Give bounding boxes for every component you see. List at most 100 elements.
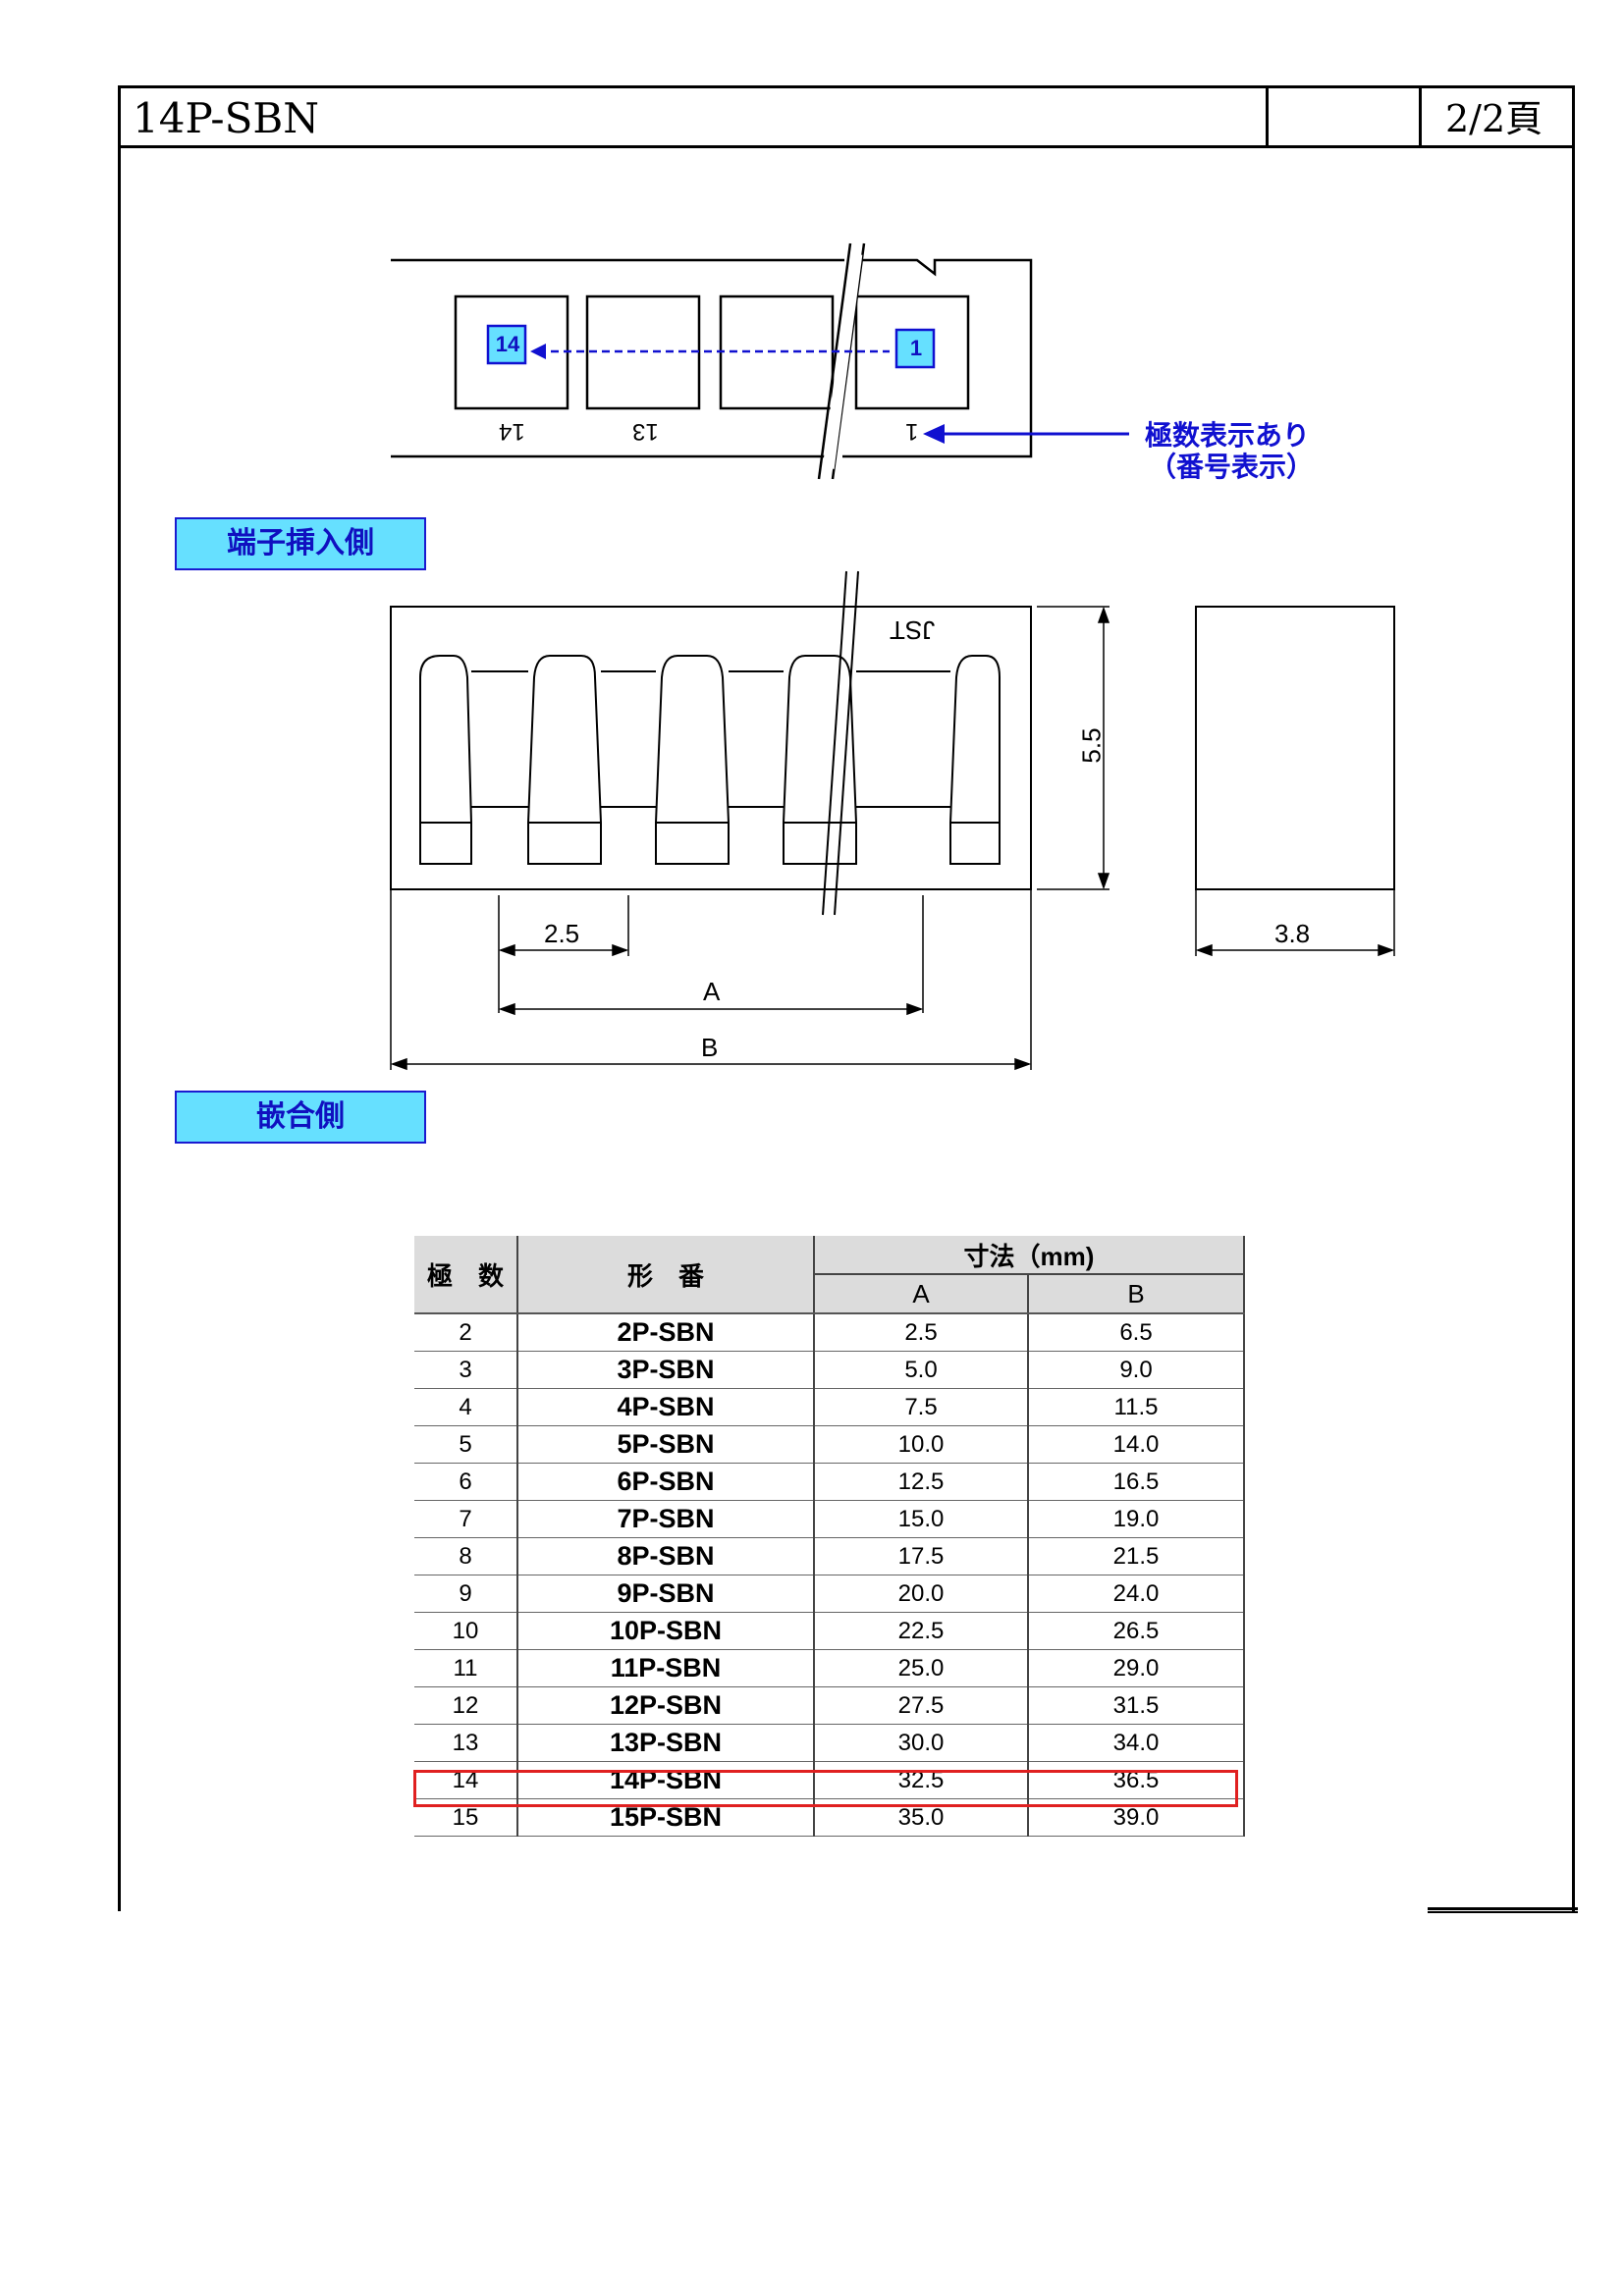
cell-a: 2.5: [813, 1313, 1028, 1352]
cell-poles: 10: [414, 1612, 517, 1650]
cell-b: 21.5: [1027, 1537, 1245, 1575]
cell-a: 5.0: [813, 1351, 1028, 1389]
cell-a: 25.0: [813, 1649, 1028, 1687]
cell-poles: 15: [414, 1798, 517, 1837]
mating-side-diagram: [390, 570, 1395, 1071]
cell-b: 36.5: [1027, 1761, 1245, 1799]
cell-model: 10P-SBN: [516, 1612, 814, 1650]
box-label-1: 1: [909, 336, 923, 360]
cell-poles: 9: [414, 1575, 517, 1613]
cell-b: 11.5: [1027, 1388, 1245, 1426]
cell-model: 3P-SBN: [516, 1351, 814, 1389]
header-poles: 極 数: [414, 1236, 517, 1314]
cell-model: 9P-SBN: [516, 1575, 814, 1613]
cell-b: 39.0: [1027, 1798, 1245, 1837]
cell-poles: 6: [414, 1463, 517, 1501]
cell-poles: 4: [414, 1388, 517, 1426]
cell-model: 15P-SBN: [516, 1798, 814, 1837]
title-blank-cell: [1266, 88, 1424, 145]
cell-a: 10.0: [813, 1425, 1028, 1464]
cell-a: 27.5: [813, 1686, 1028, 1725]
header-dimensions: 寸法（mm): [813, 1236, 1245, 1275]
cell-b: 14.0: [1027, 1425, 1245, 1464]
cell-b: 16.5: [1027, 1463, 1245, 1501]
cell-model: 2P-SBN: [516, 1313, 814, 1352]
cell-poles: 12: [414, 1686, 517, 1725]
dimension-a: A: [703, 977, 721, 1006]
dimension-depth: 3.8: [1274, 919, 1311, 948]
pin-label-13: 13: [632, 418, 659, 445]
cell-model: 11P-SBN: [516, 1649, 814, 1687]
cell-poles: 2: [414, 1313, 517, 1352]
title-bar: 14P-SBN 2/2頁: [118, 85, 1575, 148]
cell-poles: 5: [414, 1425, 517, 1464]
cell-model: 8P-SBN: [516, 1537, 814, 1575]
header-model: 形 番: [516, 1236, 814, 1314]
cell-b: 24.0: [1027, 1575, 1245, 1613]
cell-a: 35.0: [813, 1798, 1028, 1837]
cell-b: 6.5: [1027, 1313, 1245, 1352]
pole-number-annotation: 極数表示あり （番号表示）: [1145, 420, 1314, 483]
page-number: 2/2頁: [1445, 97, 1543, 140]
cell-a: 20.0: [813, 1575, 1028, 1613]
cell-b: 19.0: [1027, 1500, 1245, 1538]
cell-poles: 3: [414, 1351, 517, 1389]
pin-label-14: 14: [499, 418, 525, 445]
cell-a: 12.5: [813, 1463, 1028, 1501]
dimension-b: B: [701, 1033, 719, 1062]
cell-a: 17.5: [813, 1537, 1028, 1575]
annotation-line-1: 極数表示あり: [1145, 420, 1311, 451]
cell-b: 34.0: [1027, 1724, 1245, 1762]
cell-b: 9.0: [1027, 1351, 1245, 1389]
pin-label-1: 1: [905, 418, 919, 445]
frame-bottom-rule: [1428, 1907, 1578, 1913]
page-number-cell: 2/2頁: [1419, 88, 1575, 145]
annotation-line-2: （番号表示）: [1149, 452, 1315, 482]
header-a: A: [813, 1274, 1028, 1314]
cell-model: 6P-SBN: [516, 1463, 814, 1501]
cell-model: 5P-SBN: [516, 1425, 814, 1464]
cell-a: 7.5: [813, 1388, 1028, 1426]
dimension-pitch: 2.5: [544, 919, 580, 948]
cell-a: 32.5: [813, 1761, 1028, 1799]
terminal-insert-side-label: 端子挿入側: [175, 517, 426, 570]
cell-poles: 11: [414, 1649, 517, 1687]
terminal-insert-diagram: [391, 242, 1129, 480]
dimension-height: 5.5: [1076, 727, 1107, 764]
cell-model: 4P-SBN: [516, 1388, 814, 1426]
jst-logo: JST: [890, 615, 936, 645]
cell-poles: 14: [414, 1761, 517, 1799]
cell-model: 7P-SBN: [516, 1500, 814, 1538]
cell-a: 30.0: [813, 1724, 1028, 1762]
cell-model: 12P-SBN: [516, 1686, 814, 1725]
cell-b: 31.5: [1027, 1686, 1245, 1725]
box-label-14: 14: [495, 332, 520, 356]
cell-poles: 13: [414, 1724, 517, 1762]
cell-poles: 8: [414, 1537, 517, 1575]
header-b: B: [1027, 1274, 1245, 1314]
cell-model: 13P-SBN: [516, 1724, 814, 1762]
document-title: 14P-SBN: [133, 94, 319, 142]
cell-a: 22.5: [813, 1612, 1028, 1650]
cell-b: 26.5: [1027, 1612, 1245, 1650]
cell-model: 14P-SBN: [516, 1761, 814, 1799]
cell-b: 29.0: [1027, 1649, 1245, 1687]
cell-poles: 7: [414, 1500, 517, 1538]
mating-side-label: 嵌合側: [175, 1091, 426, 1144]
